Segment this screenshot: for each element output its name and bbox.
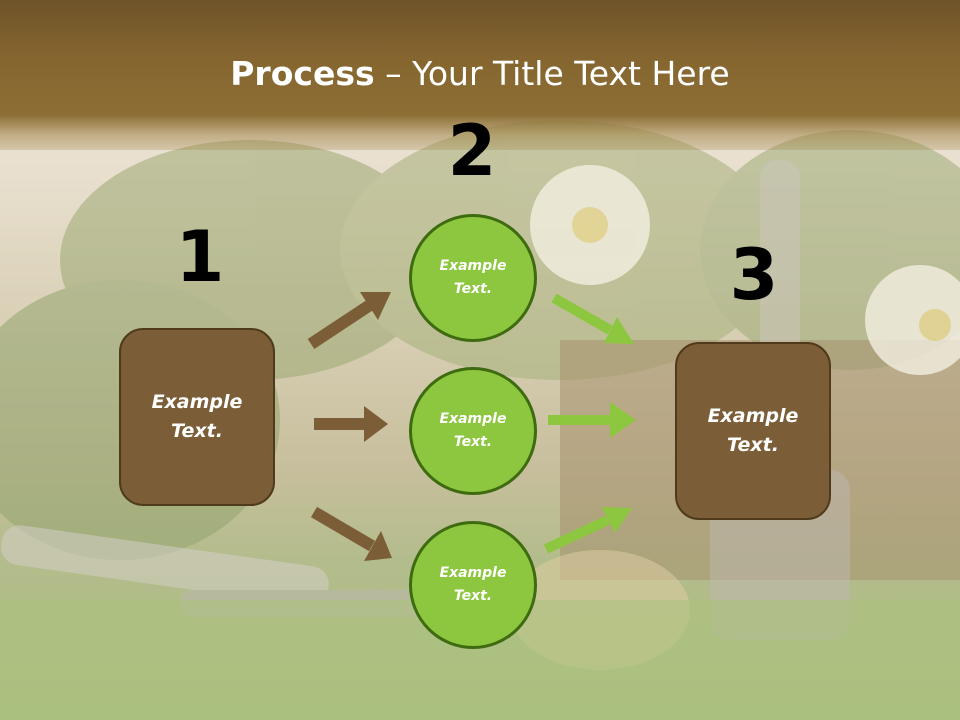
arrow-to-bottom-circle [310,506,392,561]
title-rest: – Your Title Text Here [374,54,730,93]
step-2-circle-middle: Example Text. [409,367,537,495]
step-2-circle-bottom: Example Text. [409,521,537,649]
step-number-1: 1 [175,216,225,298]
arrow-from-middle-circle [548,402,636,438]
arrow-to-top-circle [307,292,391,350]
arrow-to-middle-circle [314,406,388,442]
circle-bottom-text: Example Text. [439,565,507,604]
step-number-2: 2 [447,110,497,192]
slide-title: Process – Your Title Text Here [0,52,960,96]
step-1-box: Example Text. [119,328,275,506]
circle-top-text: Example Text. [439,258,507,297]
arrow-from-top-circle [551,293,634,344]
step-2-circle-top: Example Text. [409,214,537,342]
arrow-from-bottom-circle [543,507,632,554]
step-1-text: Example Text. [151,391,243,442]
title-bold: Process [230,54,375,93]
step-number-3: 3 [729,234,779,316]
circle-middle-text: Example Text. [439,411,507,450]
step-3-box: Example Text. [675,342,831,520]
step-3-text: Example Text. [707,405,799,456]
title-banner [0,0,960,150]
